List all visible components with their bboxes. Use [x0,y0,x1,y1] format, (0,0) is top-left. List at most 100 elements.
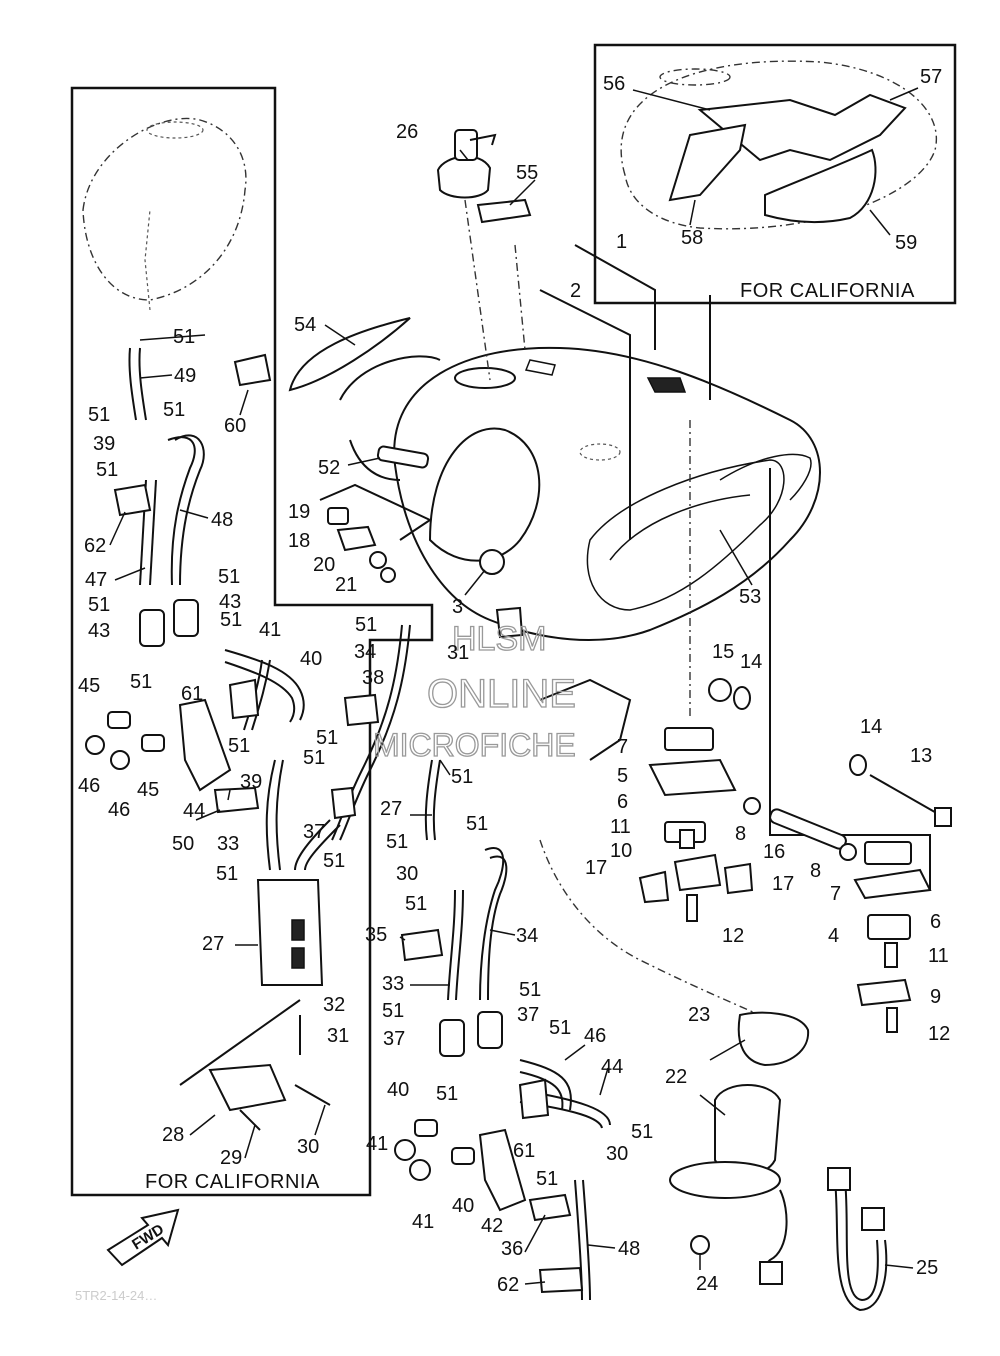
screw-21 [380,567,396,583]
callout-30c: 30 [606,1143,628,1165]
callout-51x: 51 [536,1168,558,1190]
callout-8a: 8 [735,823,746,845]
callout-56: 56 [603,73,625,95]
damper-17a [638,870,670,904]
callout-62a: 62 [84,535,106,557]
clamp-60 [233,353,272,387]
callout-51b: 51 [88,404,110,426]
canister-bracket-28 [208,1063,287,1112]
nut-15 [708,678,732,702]
callout-12b: 12 [928,1023,950,1045]
clamp-45b [141,734,165,752]
nut-46b [110,750,130,770]
clamp-62b [538,1266,584,1294]
clamp-45a [107,711,131,729]
part-18 [336,525,377,552]
clamp-38 [343,693,380,727]
callout-51d: 51 [96,459,118,481]
damper-7b [864,841,912,865]
nut-41b [409,1159,431,1181]
gasket-23 [737,1011,810,1067]
callout-35: 35 [365,924,387,946]
bolt-24 [690,1235,710,1255]
callout-40c: 40 [452,1195,474,1217]
callout-14a: 14 [740,651,762,673]
clamp-61b [518,1078,550,1120]
callout-3: 3 [452,596,463,618]
callout-9: 9 [930,986,941,1008]
part-19 [327,507,349,525]
clamp-40a [414,1119,438,1137]
fuel-cock-parts [319,483,433,583]
callout-28: 28 [162,1124,184,1146]
tank-pad-inset [620,60,938,230]
callout-50: 50 [172,833,194,855]
callout-6b: 6 [930,911,941,933]
callout-59: 59 [895,232,917,254]
bolt-12a [686,894,698,922]
callout-61a: 61 [181,683,203,705]
washer-14a [733,686,751,710]
callout-51e: 51 [218,566,240,588]
fwd-arrow: FWD [106,1208,180,1267]
california-caption-left: FOR CALIFORNIA [145,1171,320,1193]
callout-40a: 40 [300,648,322,670]
nut-46a [85,735,105,755]
clamp-61a [228,678,260,720]
callout-51j: 51 [316,727,338,749]
callout-36: 36 [501,1238,523,1260]
callout-34a: 34 [354,641,376,663]
clamp-31a [495,606,524,639]
callout-11a: 11 [610,816,631,838]
callout-7b: 7 [830,883,841,905]
charcoal-canister [256,879,324,986]
clamp-40b [451,1147,475,1165]
callout-38: 38 [362,667,384,689]
callout-4: 4 [828,925,839,947]
callout-45a: 45 [78,675,100,697]
callout-33a: 33 [217,833,239,855]
callout-48a: 48 [211,509,233,531]
callout-10: 10 [610,840,632,862]
watermark-line3: MICROFICHE [373,727,576,763]
callout-46c: 46 [584,1025,606,1047]
watermark-line1: HLSM [452,620,546,658]
callout-29: 29 [220,1147,242,1169]
bracket-10 [673,853,722,892]
grommet-3 [479,549,505,575]
callout-49: 49 [174,365,196,387]
callout-58: 58 [681,227,703,249]
callout-25: 25 [916,1257,938,1279]
clamp-37 [330,786,357,820]
california-inset-frame-top [593,43,957,305]
callout-51v: 51 [436,1083,458,1105]
bracket-44a [178,698,232,792]
callout-39a: 39 [93,433,115,455]
callout-leaders [109,87,919,1285]
callout-31a: 31 [327,1025,349,1047]
callout-7a: 7 [617,736,628,758]
lead-25-connector-b [861,1207,885,1231]
clamp-35 [400,928,444,962]
callout-33b: 33 [382,973,404,995]
california-inset-frame-left [70,86,434,1197]
callout-41c: 41 [412,1211,434,1233]
callout-51l: 51 [355,614,377,636]
callout-6a: 6 [617,791,628,813]
callout-48b: 48 [618,1238,640,1260]
callout-16: 16 [763,841,785,863]
bracket-5 [648,758,737,797]
clamp-62a [113,483,152,517]
callout-20: 20 [313,554,335,576]
callout-43b: 43 [219,591,241,613]
callout-numbers: 1 2 3 4 5 6 6 7 7 8 8 9 10 11 11 12 12 1… [78,66,950,1296]
callout-61b: 61 [513,1140,535,1162]
callout-51c: 51 [163,399,185,421]
callout-51u: 51 [549,1017,571,1039]
bracket-42 [478,1128,527,1212]
callout-51k: 51 [303,747,325,769]
collar-11a [679,829,695,849]
evap-hoses-center [394,759,611,1301]
california-caption-top: FOR CALIFORNIA [740,280,915,302]
callout-41a: 41 [259,619,281,641]
